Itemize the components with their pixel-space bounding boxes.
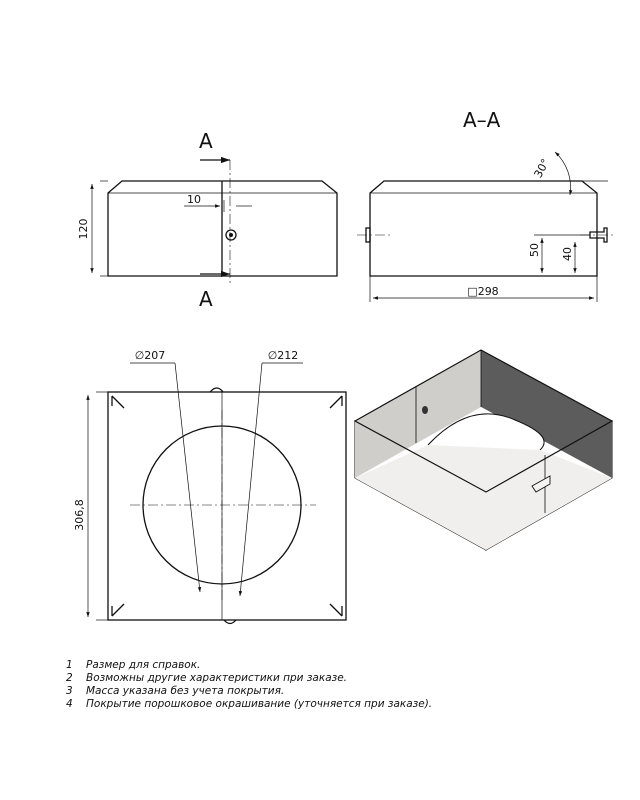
front-view: 120 10 A A (77, 129, 338, 311)
top-view-tab-top (209, 387, 224, 393)
dim-d1: ∅207 (135, 349, 166, 362)
section-left-bolt (365, 227, 371, 243)
iso-inner-shadow (355, 445, 612, 550)
iso-latch (531, 475, 551, 493)
isometric-view (353, 349, 614, 551)
cut-marker-bottom: A (199, 287, 213, 311)
top-view-outline (107, 391, 347, 621)
section-view: A–A 30° 50 40 □298 (357, 108, 614, 302)
iso-back-left-inner (355, 350, 481, 478)
top-view-tab-bottom (223, 619, 237, 625)
iso-bolt (422, 406, 428, 414)
dim-side: 306,8 (73, 499, 86, 531)
cut-marker-top: A (199, 129, 213, 153)
dim-angle: 30° (532, 157, 553, 180)
dim-angle-arc (554, 151, 573, 196)
dim-d2: ∅212 (268, 349, 299, 362)
dim-height: 120 (77, 219, 90, 240)
dim-offset: 10 (187, 193, 201, 206)
section-label: A–A (463, 108, 501, 132)
front-view-bolt-core (229, 233, 233, 237)
dim-width: □298 (467, 285, 498, 298)
dim-d1-leader (174, 362, 202, 593)
iso-back-right-inner (481, 350, 612, 478)
iso-top-edge (353, 349, 614, 493)
section-right-latch (589, 227, 608, 243)
iso-opening-edge (427, 413, 545, 451)
dim-d2-leader (238, 362, 263, 597)
front-view-bolt (225, 229, 237, 241)
dim-50: 50 (528, 243, 541, 257)
top-view: 306,8 ∅207 ∅212 (73, 349, 347, 625)
dim-40: 40 (561, 247, 574, 261)
